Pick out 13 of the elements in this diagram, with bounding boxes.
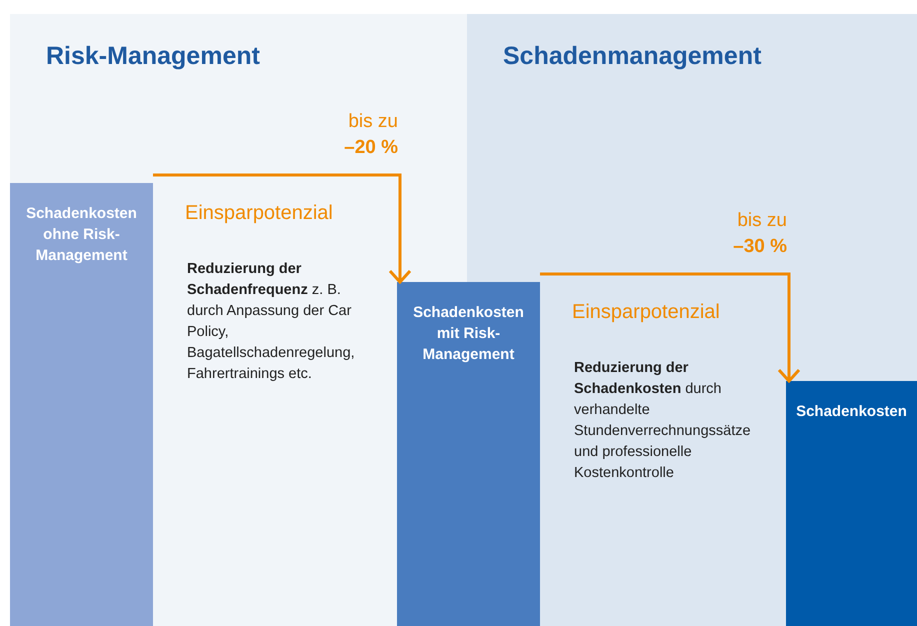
section-heading: Einsparpotenzial	[185, 202, 333, 225]
arrow	[153, 174, 412, 284]
description-text: Reduzierung der Schadenfrequenz z. B. durch Anpassung der Car Policy, Bagatellschadenregelung, Fahrertrainings etc.	[187, 260, 356, 384]
edge-label: bis zu –30 %	[732, 209, 787, 259]
description-text: Reduzierung der Schadenkosten durch verhandelte Stundenverrechnungssätze und professionelle Kostenkontrolle	[574, 359, 752, 484]
section-heading: Einsparpotenzial	[572, 301, 720, 324]
arrow	[540, 272, 800, 382]
cost-bar: Schadenkosten mit Risk-Management	[397, 282, 540, 626]
section-title: Risk-Management	[46, 42, 260, 71]
cost-bar: Schadenkosten	[786, 381, 917, 626]
edge-label: bis zu –20 %	[343, 110, 398, 160]
cost-bar: Schadenkosten ohne Risk-Management	[10, 183, 153, 626]
section-title: Schadenmanagement	[503, 42, 762, 71]
